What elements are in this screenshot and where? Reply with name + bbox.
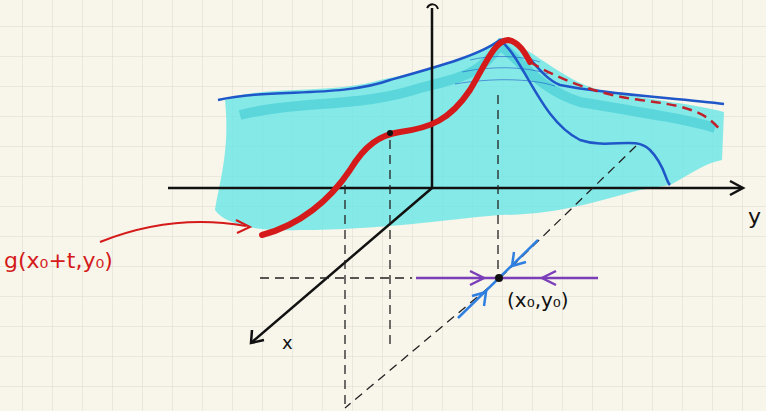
axis-label: x (282, 334, 293, 352)
surface (215, 38, 724, 230)
trace-curve (262, 40, 530, 235)
leader-line (100, 222, 246, 242)
x-axis (252, 188, 432, 342)
y-direction (416, 277, 598, 280)
point-label: (x₀,y₀) (507, 290, 569, 310)
surface-edge (218, 40, 724, 104)
function-label: g(x₀+t,y₀) (4, 250, 113, 272)
z-axis (431, 8, 434, 188)
y-axis (168, 187, 742, 190)
point (495, 274, 503, 282)
axis-label: y (748, 206, 761, 228)
guide-lines (260, 95, 636, 408)
